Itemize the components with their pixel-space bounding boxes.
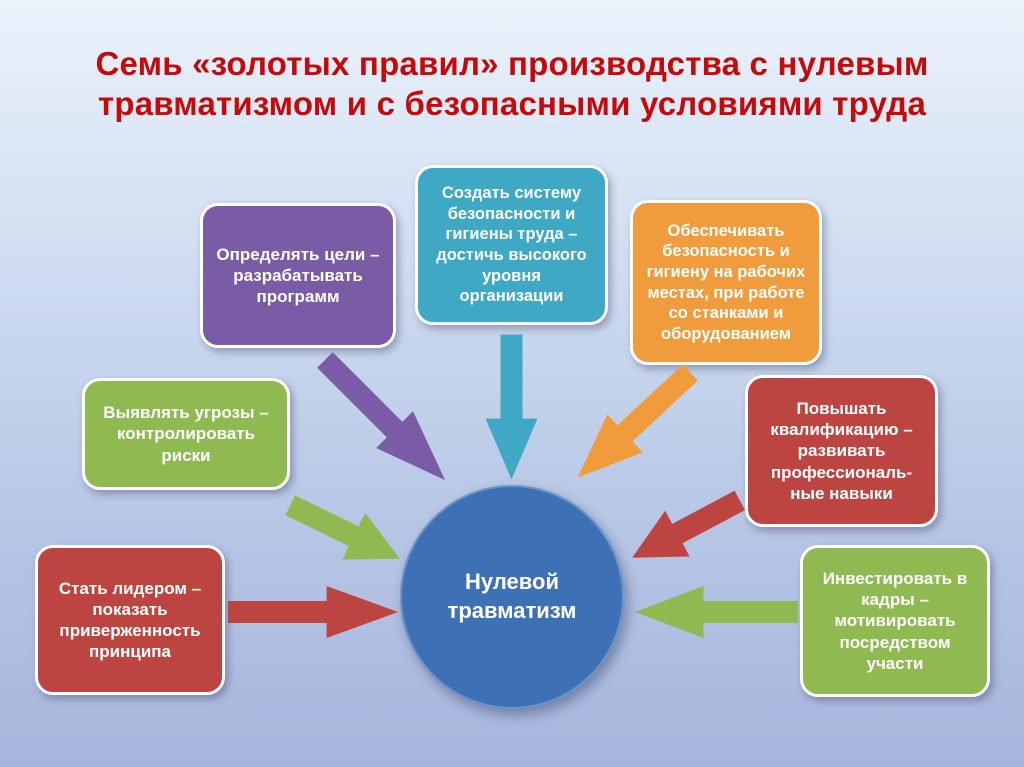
rule-box-define-goals-label: Определять цели – разрабатывать программ	[216, 244, 380, 307]
rule-box-invest-in-people: Инвестировать в кадры – мотивировать пос…	[800, 545, 990, 697]
diagram-title: Семь «золотых правил» производства с нул…	[95, 45, 929, 123]
rule-box-improve-qualification-label: Повышать квалификацию – развивать профес…	[770, 398, 913, 503]
rule-box-safety-system-label: Создать систему безопасности и гигиены т…	[436, 184, 587, 306]
rule-box-define-goals: Определять цели – разрабатывать программ	[200, 203, 396, 348]
rule-box-identify-threats: Выявлять угрозы – контролировать риски	[82, 378, 290, 490]
center-circle-zero-injury: Нулевой травматизм	[400, 485, 624, 709]
rule-box-workplace-safety: Обеспечивать безопасность и гигиену на р…	[630, 200, 822, 365]
rule-box-identify-threats-label: Выявлять угрозы – контролировать риски	[103, 403, 269, 465]
arrow-green-bottom-icon	[635, 586, 798, 638]
rule-box-workplace-safety-label: Обеспечивать безопасность и гигиену на р…	[646, 221, 806, 343]
arrow-green-left-icon	[285, 495, 400, 560]
arrow-purple-icon	[317, 352, 446, 481]
arrow-orange-icon	[577, 364, 698, 478]
arrow-red-bottom-icon	[228, 586, 398, 638]
arrow-teal-icon	[485, 334, 538, 480]
rule-box-become-leader-label: Стать лидером – показать приверженность …	[58, 578, 202, 662]
arrow-red-right-icon	[632, 490, 746, 558]
center-circle-label: Нулевой травматизм	[447, 569, 577, 623]
rule-box-become-leader: Стать лидером – показать приверженность …	[35, 545, 225, 695]
rule-box-safety-system: Создать систему безопасности и гигиены т…	[415, 165, 608, 325]
rule-box-invest-in-people-label: Инвестировать в кадры – мотивировать пос…	[822, 568, 968, 673]
rule-box-improve-qualification: Повышать квалификацию – развивать профес…	[745, 375, 938, 527]
